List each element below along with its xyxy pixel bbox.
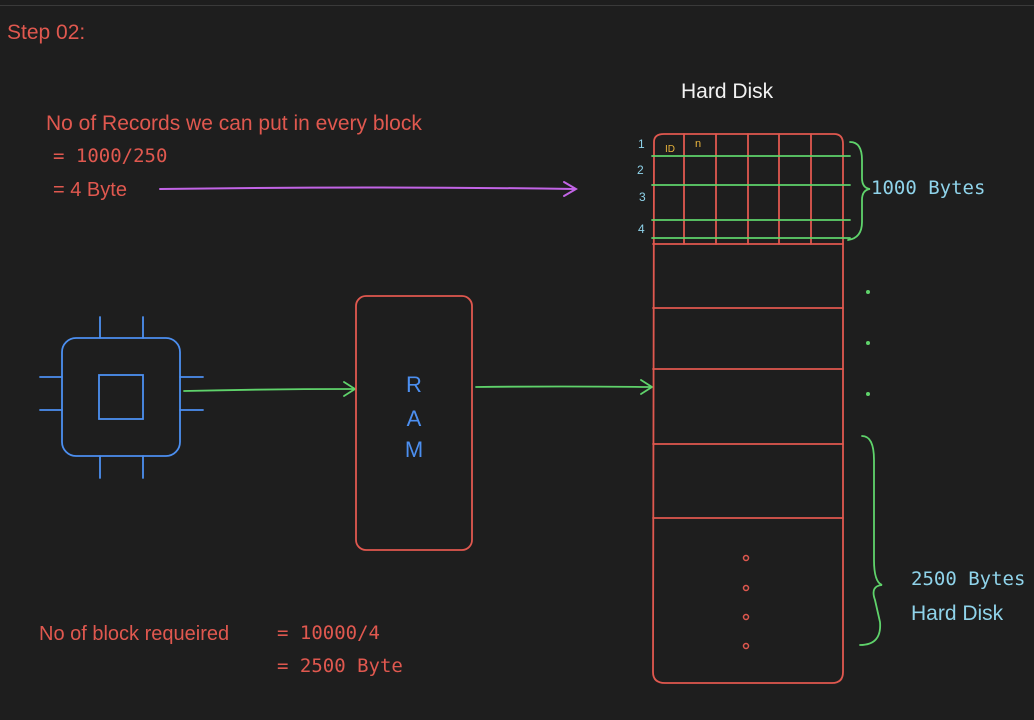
- records-result: = 4 Byte: [53, 179, 127, 201]
- ram-letter-a: A: [406, 406, 422, 431]
- total-brace: [859, 435, 883, 646]
- cpu-chip-icon: [39, 316, 204, 479]
- blocks-result: = 2500 Byte: [277, 655, 403, 677]
- blocks-required-label: No of block requeired: [39, 623, 230, 645]
- column-label-id: ID: [665, 144, 675, 155]
- ram-letter-r: R: [406, 372, 422, 397]
- ram-box: [355, 295, 473, 551]
- total-size-label: 2500 Bytes: [911, 568, 1026, 590]
- blocks-calc: = 10000/4: [277, 622, 380, 644]
- row-number-1: 1: [638, 137, 645, 151]
- continuation-dots: [742, 554, 750, 650]
- hard-disk-title: Hard Disk: [681, 80, 774, 103]
- ellipsis-dots: [866, 290, 870, 396]
- records-heading: No of Records we can put in every block: [46, 112, 422, 135]
- step-title: Step 02:: [7, 21, 86, 44]
- cpu-to-ram-arrow: [183, 381, 357, 397]
- column-label-n: n: [695, 138, 702, 150]
- block-size-label: 1000 Bytes: [871, 177, 986, 199]
- ram-to-disk-arrow: [475, 379, 654, 395]
- records-calc: = 1000/250: [53, 145, 168, 167]
- hard-disk: [652, 133, 844, 684]
- row-number-3: 3: [639, 190, 646, 204]
- ram-letter-m: M: [404, 437, 424, 462]
- top-divider: [0, 5, 1034, 6]
- purple-arrow: [159, 181, 578, 197]
- record-lines: [651, 155, 851, 239]
- row-number-2: 2: [637, 163, 644, 177]
- block-brace: [847, 141, 871, 241]
- total-disk-label: Hard Disk: [911, 602, 1004, 625]
- row-number-4: 4: [638, 222, 645, 236]
